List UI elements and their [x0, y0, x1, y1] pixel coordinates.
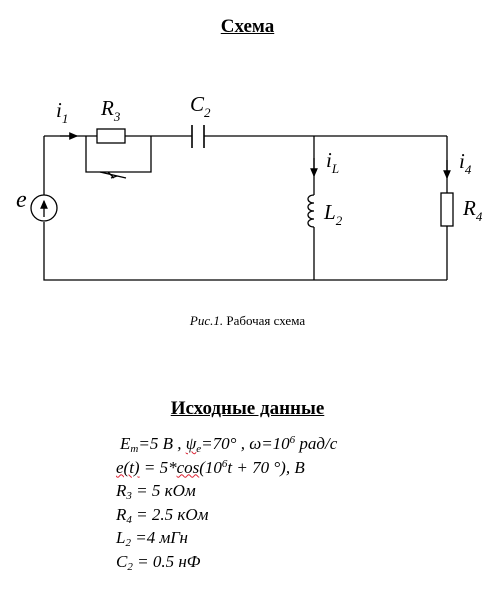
- data-line-r4: R4 = 2.5 кОм: [116, 504, 209, 526]
- data-line-amplitude: Em=5 В , ψe=70° , ω=106 рад/с: [120, 434, 338, 455]
- label-r4: R4: [462, 196, 483, 224]
- bypass-wire: [85, 136, 152, 173]
- label-i1: i1: [56, 98, 68, 126]
- resistor-r4: [440, 192, 454, 227]
- label-l2: L2: [323, 200, 343, 228]
- variable-switch-icon: [99, 171, 127, 179]
- data-line-l2: L2 =4 мГн: [116, 528, 188, 550]
- initial-data-list: Em=5 В , ψe=70° , ω=106 рад/с e(t) = 5*c…: [116, 432, 337, 574]
- data-line-r3: R3 = 5 кОм: [116, 481, 196, 503]
- label-r3: R3: [100, 96, 121, 124]
- circuit-diagram: e i1 R3 C2 iL L2 i4 R4: [16, 92, 483, 281]
- data-line-source-function: e(t) = 5*cos(106t + 70 °), В: [116, 457, 305, 477]
- label-i4: i4: [459, 149, 472, 177]
- label-c2: C2: [190, 92, 211, 120]
- data-line-c2: C2 = 0.5 нФ: [116, 551, 201, 573]
- source-label: e: [16, 187, 27, 213]
- label-il: iL: [326, 148, 339, 176]
- resistor-r3: [96, 128, 126, 144]
- data-heading: Исходные данные: [170, 398, 325, 419]
- inductor-l2: [307, 194, 315, 228]
- wire-left: [43, 136, 447, 281]
- schema-title: Схема: [220, 16, 275, 37]
- figure-caption: Рис.1. Рабочая схема: [189, 313, 306, 328]
